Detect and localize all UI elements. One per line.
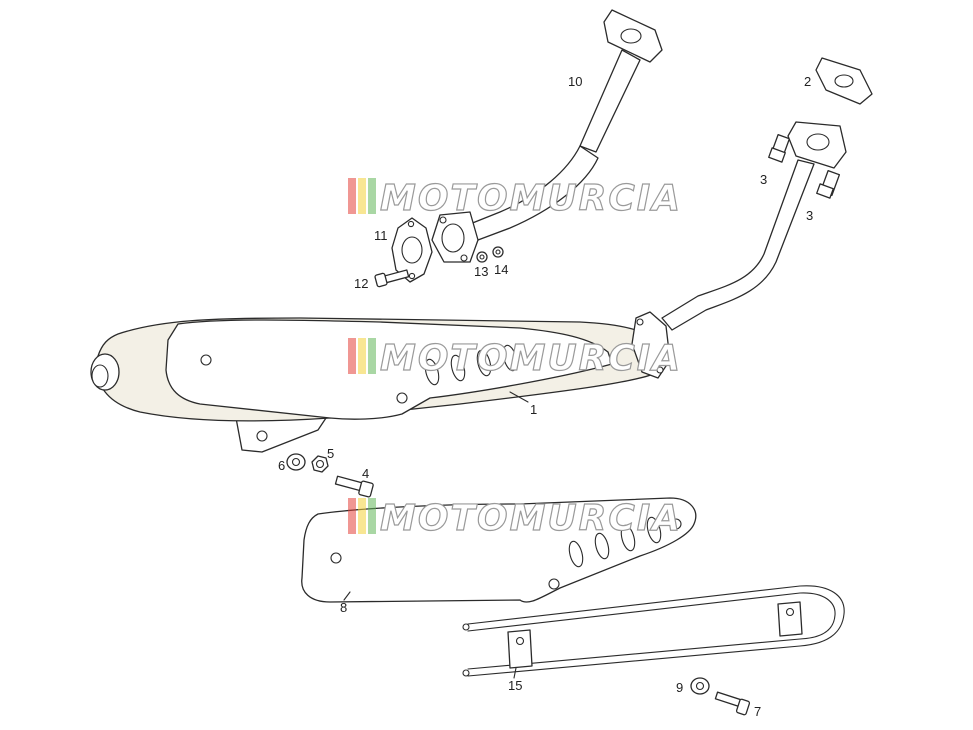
bolt-4 — [334, 475, 374, 498]
washer-6 — [286, 453, 306, 471]
callout-3-upper: 3 — [760, 172, 767, 187]
callout-1: 1 — [530, 402, 537, 417]
watermark-stripe-red — [348, 178, 356, 214]
bolt-12 — [374, 269, 410, 288]
callout-13: 13 — [474, 264, 488, 279]
heat-shield-8 — [301, 497, 697, 603]
exhaust-muffler-1 — [90, 121, 847, 453]
flange-gasket-2 — [815, 57, 873, 105]
callout-12: 12 — [354, 276, 368, 291]
watermark-text: MOTOMURCIA — [380, 178, 682, 219]
callout-14: 14 — [494, 262, 508, 277]
watermark-stripe-red — [348, 498, 356, 534]
callout-9: 9 — [676, 680, 683, 695]
stud-3-lower — [816, 169, 841, 199]
support-bracket-15 — [462, 585, 845, 677]
washer-9 — [690, 677, 710, 695]
watermark-stripe-red — [348, 338, 356, 374]
callout-15: 15 — [508, 678, 522, 693]
watermark-bottom: MOTOMURCIA — [348, 497, 682, 540]
watermark-text: MOTOMURCIA — [380, 498, 682, 539]
stud-3-upper — [768, 133, 791, 163]
callout-11: 11 — [374, 228, 388, 243]
watermark-stripe-green — [368, 338, 376, 374]
callout-6: 6 — [278, 458, 285, 473]
watermark-text: MOTOMURCIA — [380, 338, 682, 379]
watermark-stripe-green — [368, 178, 376, 214]
gasket-11 — [391, 217, 433, 283]
watermark-top: MOTOMURCIA — [348, 177, 682, 220]
callout-5: 5 — [327, 446, 334, 461]
watermark-stripe-yellow — [358, 338, 366, 374]
washer-13 — [476, 251, 488, 263]
callout-8: 8 — [340, 600, 347, 615]
washer-14 — [492, 246, 504, 258]
callout-7: 7 — [754, 704, 761, 719]
callout-2: 2 — [804, 74, 811, 89]
exhaust-pipe-10 — [431, 9, 663, 263]
nut-5 — [311, 455, 329, 473]
callout-3-lower: 3 — [806, 208, 813, 223]
callout-4: 4 — [362, 466, 369, 481]
bolt-7 — [714, 691, 751, 716]
watermark-middle: MOTOMURCIA — [348, 337, 682, 380]
leader-lines — [343, 391, 529, 679]
watermark-stripe-green — [368, 498, 376, 534]
watermark-stripe-yellow — [358, 498, 366, 534]
watermark-stripe-yellow — [358, 178, 366, 214]
callout-10: 10 — [568, 74, 582, 89]
